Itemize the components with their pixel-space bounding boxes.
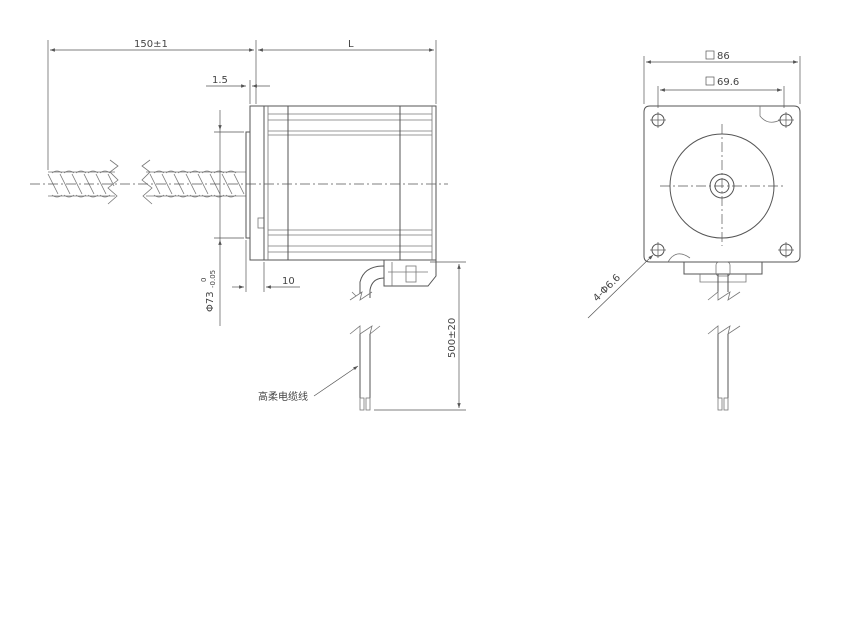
dim-flange-thickness-label: 1.5 <box>212 75 228 86</box>
boss <box>245 131 251 239</box>
front-cable-outlet <box>683 261 763 411</box>
dim-flange-thickness: 1.5 <box>206 75 270 104</box>
dim-screw-length: 150±1 <box>47 39 257 170</box>
front-flange <box>249 105 265 261</box>
dim-boss-step: 10 <box>232 240 300 292</box>
dim-boss-step-label: 10 <box>282 276 295 287</box>
front-view: 86 69.6 <box>587 50 801 411</box>
dim-frame-size-label: 86 <box>717 51 730 62</box>
dim-mount-holes: 4-Φ6.6 <box>587 254 654 319</box>
mounting-holes <box>650 112 794 258</box>
square-symbol-icon <box>705 50 715 60</box>
motor-body <box>263 105 437 261</box>
dim-frame-size: 86 <box>643 50 801 104</box>
cable-outlet <box>349 260 437 301</box>
dim-hole-spacing-label: 69.6 <box>717 77 739 88</box>
cable <box>349 325 381 411</box>
dim-screw-length-label: 150±1 <box>134 39 168 50</box>
dim-body-length-label: L <box>348 39 354 50</box>
dim-cable-length: 500±20 <box>374 261 466 411</box>
dim-hole-spacing: 69.6 <box>657 76 785 108</box>
lead-screw-right <box>141 159 246 205</box>
cable-name-label: 高柔电缆线 <box>258 390 308 403</box>
square-symbol-icon-2 <box>705 76 715 86</box>
dim-cable-length-label: 500±20 <box>447 318 458 358</box>
lead-screw-left <box>47 159 119 205</box>
side-view: 150±1 L 1.5 Φ73 0 -0.05 <box>30 39 466 411</box>
dim-boss-tol-upper: 0 <box>200 278 208 282</box>
dim-boss-diameter: Φ73 0 -0.05 <box>200 110 244 326</box>
front-flange-outline <box>643 105 801 263</box>
dim-boss-diameter-label: Φ73 <box>205 291 216 312</box>
dim-body-length: L <box>258 39 437 104</box>
cable-leader: 高柔电缆线 <box>258 365 359 403</box>
dim-boss-tol-lower: -0.05 <box>209 270 217 288</box>
